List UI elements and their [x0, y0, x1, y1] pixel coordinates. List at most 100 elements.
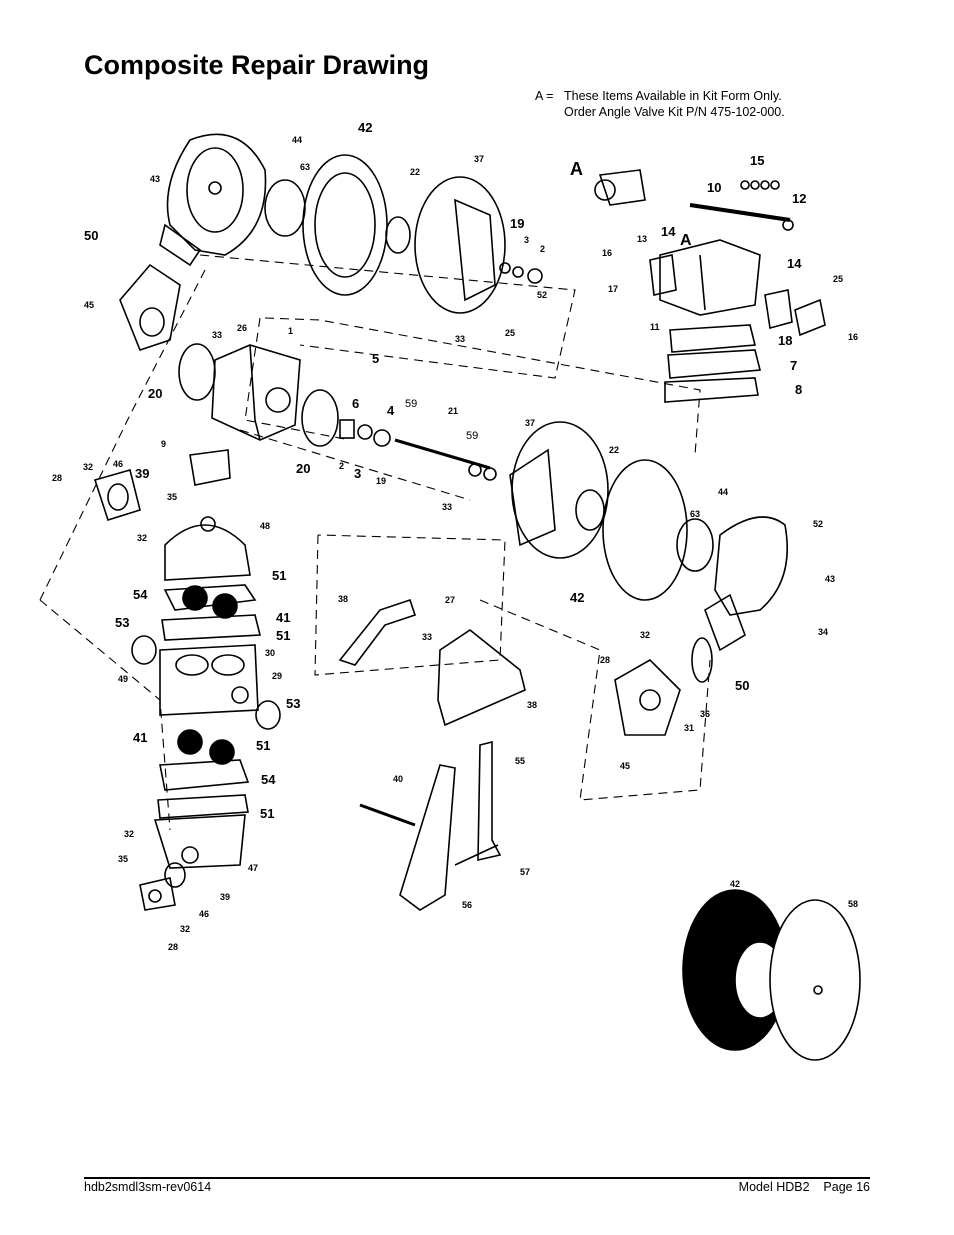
callout-label: 41 — [276, 610, 290, 625]
callout-label: 33 — [455, 334, 465, 344]
callout-label: 16 — [848, 332, 858, 342]
callout-label: 16 — [602, 248, 612, 258]
flange-right — [614, 659, 681, 736]
callout-label: 33 — [442, 502, 452, 512]
callout-label: 28 — [52, 473, 62, 483]
callout-label: 53 — [115, 615, 129, 630]
callout-label: 15 — [750, 153, 764, 168]
kit-note: A =These Items Available in Kit Form Onl… — [535, 88, 785, 120]
angle-valve — [598, 169, 646, 206]
callout-label: 9 — [161, 439, 166, 449]
callout-label: 10 — [707, 180, 721, 195]
valve-block — [659, 239, 762, 403]
callout-label: 28 — [168, 942, 178, 952]
callout-label: A — [680, 232, 692, 249]
callout-label: 54 — [133, 587, 148, 602]
callout-label: 56 — [462, 900, 472, 910]
plate-44-mid — [676, 518, 714, 572]
callout-label: 34 — [818, 627, 828, 637]
callout-label: 32 — [640, 630, 650, 640]
callout-label: 29 — [272, 671, 282, 681]
diaphragm-top — [302, 154, 388, 296]
gasket-50-right — [691, 637, 713, 683]
callout-label: 25 — [505, 328, 515, 338]
callout-label: 20 — [296, 461, 310, 476]
air-chamber-top — [414, 176, 506, 314]
callout-label: 13 — [637, 234, 647, 244]
callout-label: 45 — [84, 300, 94, 310]
diaphragm-mid — [602, 459, 688, 601]
o-ring-20-bottom — [301, 389, 339, 447]
manifold-stack — [93, 469, 281, 911]
callout-label: 22 — [609, 445, 619, 455]
plate-44 — [264, 179, 306, 237]
callout-label: 57 — [520, 867, 530, 877]
callout-label: 42 — [730, 879, 740, 889]
callout-label: 53 — [286, 696, 300, 711]
footer-document-id: hdb2smdl3sm-rev0614 — [84, 1180, 212, 1194]
callout-label: 51 — [272, 568, 286, 583]
air-chamber-mid — [509, 421, 609, 559]
kit-note-line-2: Order Angle Valve Kit P/N 475-102-000. — [564, 105, 785, 119]
callout-label: 14 — [661, 224, 676, 239]
callout-label: 31 — [684, 723, 694, 733]
callout-label: 46 — [199, 909, 209, 919]
callout-label: 44 — [718, 487, 728, 497]
callout-label: 39 — [135, 466, 149, 481]
callout-label: 32 — [180, 924, 190, 934]
outer-chamber-right — [714, 516, 788, 616]
callout-label: 4 — [387, 403, 395, 418]
callout-label: 44 — [292, 135, 302, 145]
bracket-38-small — [338, 598, 417, 666]
gasket-14-left — [649, 254, 677, 296]
callout-label: 19 — [510, 216, 524, 231]
callout-label: 12 — [792, 191, 806, 206]
callout-label: 41 — [133, 730, 147, 745]
kit-note-prefix: A = — [535, 89, 554, 103]
callout-label: 20 — [148, 386, 162, 401]
callout-label: 33 — [212, 330, 222, 340]
footer-rule — [84, 1177, 870, 1179]
callout-label: 51 — [256, 738, 270, 753]
callout-label: 54 — [261, 772, 276, 787]
gasket-14-right — [764, 289, 793, 330]
callout-label: 50 — [735, 678, 749, 693]
callout-label: 59 — [405, 398, 417, 410]
callout-label: 7 — [790, 358, 797, 373]
callout-label: 36 — [700, 709, 710, 719]
callout-label: 51 — [260, 806, 274, 821]
bushing-2 — [339, 419, 355, 439]
plate-22-mid — [575, 489, 605, 531]
outer-chamber-top — [159, 133, 267, 267]
callout-label: 26 — [237, 323, 247, 333]
rod-40 — [359, 803, 416, 827]
callout-label: 3 — [524, 235, 529, 245]
callout-label: 1 — [288, 326, 293, 336]
callout-label: 28 — [600, 655, 610, 665]
flange-left — [119, 263, 181, 351]
callout-label: 51 — [276, 628, 290, 643]
callout-label: 47 — [248, 863, 258, 873]
callout-labels: 42 44 63 43 22 37 50 45 19 3 2 52 25 33 … — [52, 120, 858, 952]
kit-note-line-1: A =These Items Available in Kit Form Onl… — [535, 89, 782, 103]
callout-label: 39 — [220, 892, 230, 902]
diaphragm-detail — [682, 889, 861, 1061]
plate-22 — [385, 216, 411, 254]
callout-label: 45 — [620, 761, 630, 771]
callout-label: 32 — [137, 533, 147, 543]
callout-label: 43 — [150, 174, 160, 184]
callout-label: 14 — [787, 256, 802, 271]
callout-label: 52 — [813, 519, 823, 529]
callout-label: 46 — [113, 459, 123, 469]
callout-label: 42 — [358, 120, 372, 135]
callout-label: 63 — [690, 509, 700, 519]
pilot-valve — [189, 449, 231, 486]
callout-label: 32 — [124, 829, 134, 839]
callout-label: 49 — [118, 674, 128, 684]
center-section — [211, 344, 301, 441]
callout-label: 33 — [422, 632, 432, 642]
callout-label: 3 — [354, 466, 361, 481]
callout-label: 40 — [393, 774, 403, 784]
callout-label: 55 — [515, 756, 525, 766]
